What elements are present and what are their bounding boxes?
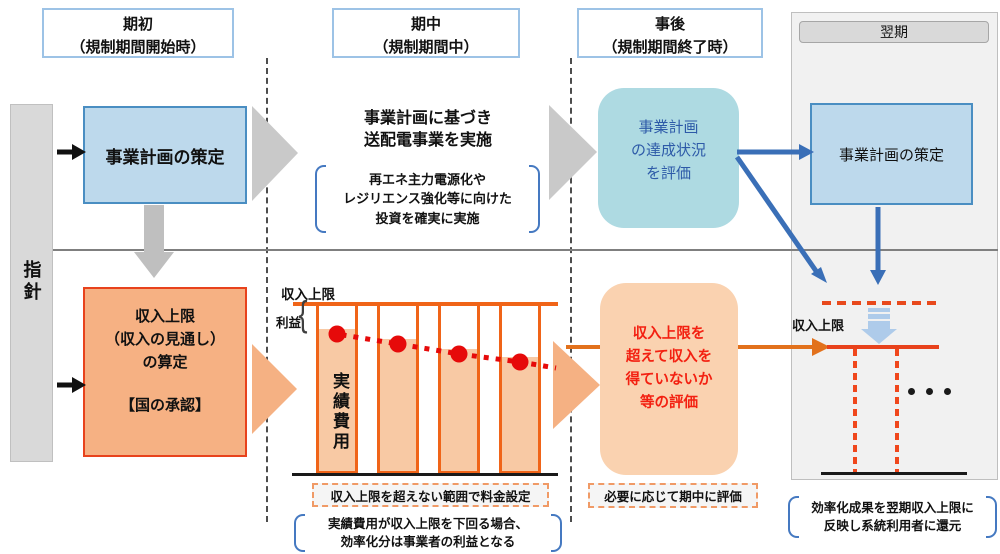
execution-line1: 事業計画に基づき (363, 110, 492, 127)
efficiency-note: 実績費用が収入上限を下回る場合、 効率化分は事業者の利益となる (294, 514, 562, 552)
pricing-note: 収入上限を超えない範囲で料金設定 (312, 483, 549, 507)
cap-box-line: （収入の見通し） (104, 331, 225, 348)
revenue-dot (450, 345, 468, 363)
cost-bar (499, 303, 541, 474)
left-bracket-icon (788, 496, 799, 538)
return-note-line: 効率化成果を翌期収入上限に (811, 500, 974, 515)
right-bracket-icon (986, 496, 997, 538)
next-period-header: 翌期 (799, 21, 989, 43)
next-bar-dashed-left (853, 349, 857, 472)
revenue-dot (389, 335, 407, 353)
revenue-eval-line: 超えて収入を (625, 349, 713, 365)
guideline-bar: 指針 (10, 104, 53, 462)
cost-bar (377, 303, 419, 474)
cost-bar-fill (380, 339, 416, 471)
chart-baseline (292, 473, 558, 476)
efficiency-note-line: 効率化分は事業者の利益となる (340, 535, 516, 549)
header-initial-line1: 期初 (122, 16, 153, 33)
cost-bar-fill (441, 349, 477, 471)
reduction-arrow-stripe (868, 308, 890, 312)
reduction-arrow-stripe (868, 314, 890, 319)
column-separator-2 (570, 58, 572, 522)
ellipsis-dot (908, 388, 915, 395)
orange-right-arrow-icon (553, 341, 600, 429)
revenue-dot (328, 325, 346, 343)
left-bracket-icon (294, 514, 305, 552)
cap-box-line: の算定 (142, 354, 188, 371)
next-bar-dashed-right (895, 349, 899, 472)
right-bracket-icon (551, 514, 562, 552)
cost-bar-fill (502, 357, 538, 471)
header-initial: 期初 （規制期間開始時） (42, 8, 234, 58)
left-bracket-icon (315, 165, 326, 233)
cost-bar (438, 303, 480, 474)
header-mid-line2: （規制期間中） (373, 38, 479, 56)
gray-down-arrow-icon (134, 205, 174, 278)
execution-text: 事業計画に基づき 送配電事業を実施 (318, 108, 538, 152)
header-mid: 期中 （規制期間中） (332, 8, 520, 58)
investment-note-line: 投資を確実に実施 (375, 210, 480, 226)
return-note-line: 反映し系統利用者に還元 (823, 519, 962, 533)
gray-right-arrow-icon (549, 105, 597, 200)
revenue-eval-line: 収入上限を (632, 326, 706, 342)
investment-note: 再エネ主力電源化や レジリエンス強化等に向けた 投資を確実に実施 (315, 165, 540, 233)
cap-box-approval: 【国の承認】 (119, 397, 210, 414)
profit-brace-icon: { (298, 293, 308, 334)
plan-eval-line: の達成状況 (630, 142, 706, 159)
orange-right-arrow-icon (252, 344, 297, 434)
plan-evaluation-box: 事業計画 の達成状況 を評価 (598, 88, 739, 228)
next-cap-line (827, 345, 939, 349)
actual-cost-label: 実績費用 (330, 372, 349, 452)
revenue-trend-dotted-line (329, 329, 557, 371)
reduction-down-arrow-icon (861, 329, 897, 344)
header-post-line1: 事後 (654, 16, 685, 33)
gray-right-arrow-icon (252, 106, 298, 201)
next-cap-label: 収入上限 (792, 318, 845, 333)
business-plan-box: 事業計画の策定 (83, 106, 247, 204)
header-post-line2: （規制期間終了時） (602, 38, 738, 56)
revenue-evaluation-box: 収入上限を 超えて収入を 得ていないか 等の評価 (600, 283, 738, 475)
revenue-cap-box: 収入上限 （収入の見通し） の算定 【国の承認】 (83, 287, 247, 457)
cap-box-line: 収入上限 (134, 308, 195, 325)
guideline-label: 指針 (21, 260, 42, 304)
right-bracket-icon (529, 165, 540, 233)
efficiency-note-line: 実績費用が収入上限を下回る場合、 (327, 516, 528, 531)
revenue-dot (511, 353, 529, 371)
investment-note-line: レジリエンス強化等に向けた (343, 191, 512, 207)
revenue-cap-line (293, 302, 558, 306)
profit-label: 利益 (276, 316, 302, 330)
plan-eval-line: を評価 (645, 165, 691, 182)
header-mid-line1: 期中 (410, 16, 441, 33)
execution-line2: 送配電事業を実施 (363, 132, 492, 149)
plan-eval-line: 事業計画 (638, 119, 699, 136)
revenue-eval-line: 等の評価 (640, 395, 698, 411)
next-period-panel (791, 12, 998, 480)
investment-note-line: 再エネ主力電源化や (368, 171, 486, 187)
header-initial-line2: （規制期間開始時） (70, 38, 206, 56)
chart-cap-label: 収入上限 (281, 287, 335, 302)
revenue-eval-line: 得ていないか (625, 372, 713, 388)
header-post: 事後 （規制期間終了時） (577, 8, 763, 58)
row-divider (52, 249, 998, 251)
reduction-arrow-shaft (868, 321, 890, 329)
ellipsis-dot (944, 388, 951, 395)
ellipsis-dot (926, 388, 933, 395)
return-note: 効率化成果を翌期収入上限に 反映し系統利用者に還元 (788, 496, 997, 538)
next-baseline (821, 472, 967, 475)
previous-cap-dashed-line (822, 301, 938, 305)
next-plan-box: 事業計画の策定 (810, 103, 973, 205)
column-separator-1 (266, 58, 268, 522)
timing-note: 必要に応じて期中に評価 (588, 483, 758, 508)
